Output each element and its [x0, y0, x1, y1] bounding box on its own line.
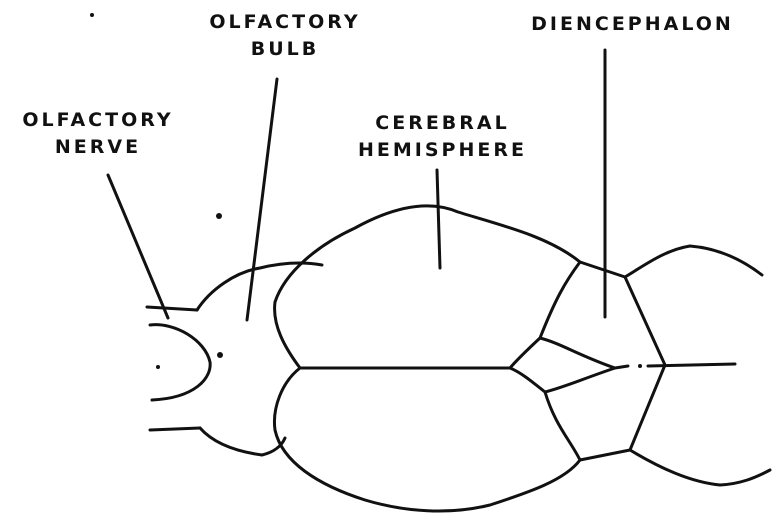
cerebral-hemisphere-label: CEREBRAL HEMISPHERE [330, 110, 555, 164]
olfactory-nerve-label-line2: NERVE [3, 134, 193, 161]
cerebral-hemisphere-label-line2: HEMISPHERE [330, 137, 555, 164]
diencephalon-inner-shape [540, 338, 615, 392]
olfactory-bulb-shape [197, 263, 322, 455]
olfactory-bulb-label-line2: BULB [190, 36, 380, 63]
olfactory-bulb-label-line1: OLFACTORY [190, 9, 380, 36]
posterior-midline-shape [615, 364, 735, 368]
olfactory-nerve-shape [147, 307, 210, 430]
lower-cerebral-hemisphere-shape [274, 368, 580, 511]
cerebral-hemisphere-pointer [437, 170, 440, 268]
olfactory-nerve-pointer [108, 175, 168, 318]
olfactory-bulb-pointer [247, 79, 277, 320]
specks [90, 13, 642, 369]
olfactory-nerve-label-line1: OLFACTORY [3, 107, 193, 134]
olfactory-bulb-label: OLFACTORY BULB [190, 9, 380, 63]
upper-cerebral-hemisphere-shape [275, 206, 580, 368]
olfactory-nerve-label: OLFACTORY NERVE [3, 107, 193, 161]
diencephalon-label-line1: DIENCEPHALON [500, 11, 765, 38]
diencephalon-label: DIENCEPHALON [500, 11, 765, 38]
cerebral-hemisphere-label-line1: CEREBRAL [330, 110, 555, 137]
